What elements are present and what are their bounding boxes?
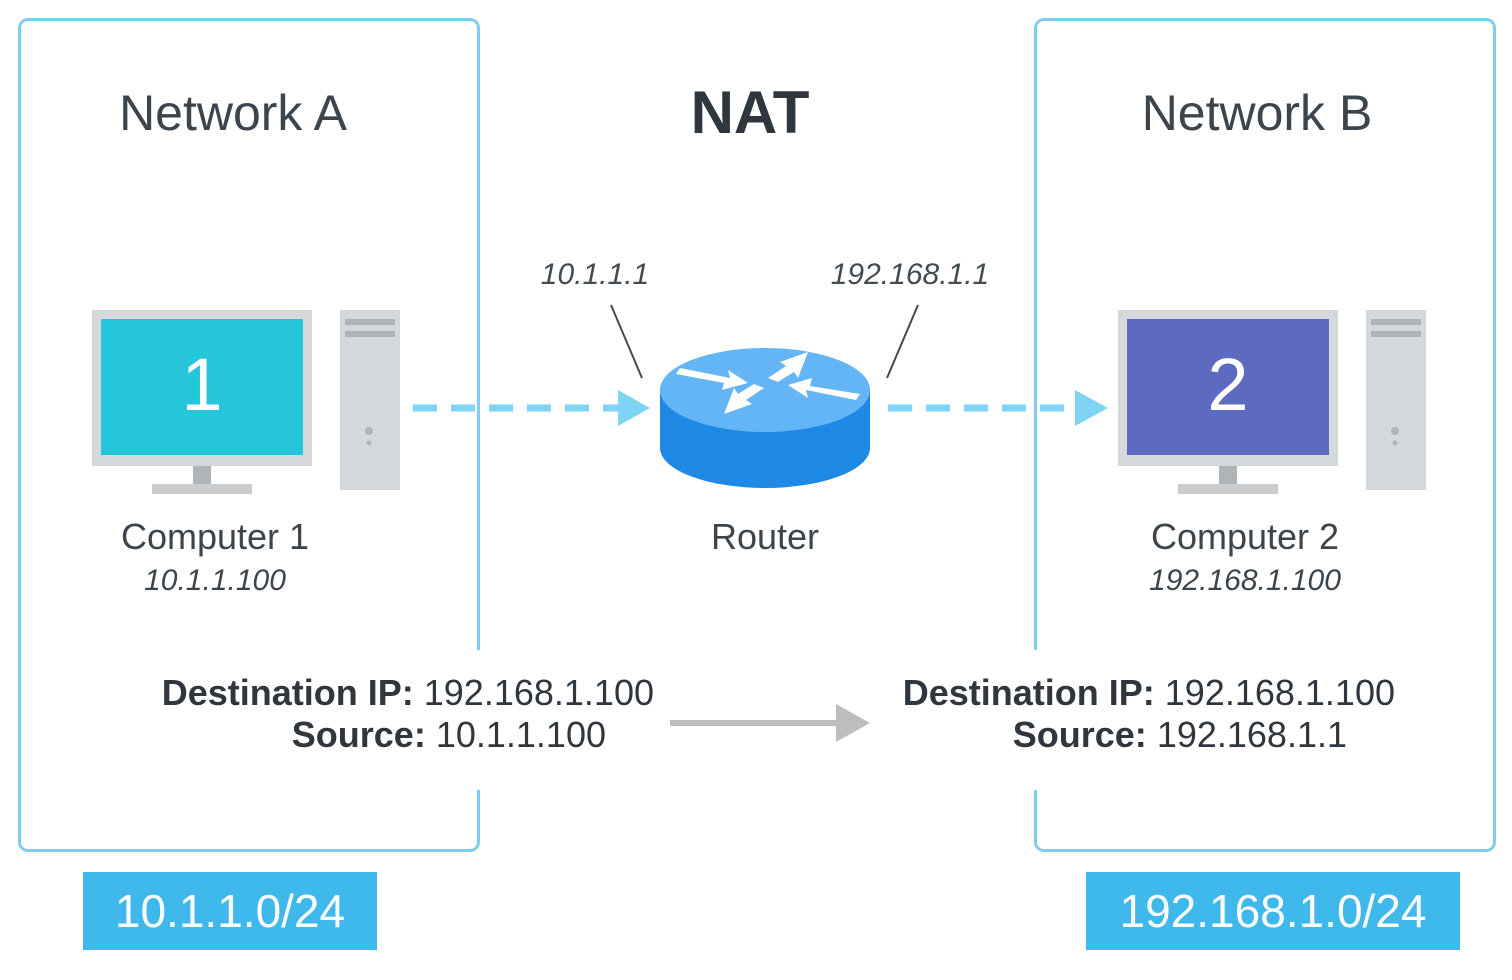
packet-after-destination-value: 192.168.1.100 xyxy=(1164,672,1395,713)
packet-after-source-value: 192.168.1.1 xyxy=(1156,714,1347,755)
packet-before-destination-value: 192.168.1.100 xyxy=(423,672,654,713)
packet-after-source: Source: 192.168.1.1 xyxy=(840,714,1395,756)
computer-1-label: Computer 1 xyxy=(120,516,310,557)
packet-after-source-label: Source: xyxy=(1012,714,1147,755)
diagram-title: NAT xyxy=(690,79,810,146)
packet-before-nat: Destination IP: 192.168.1.100 Source: 10… xyxy=(100,672,654,756)
computer-1-ip: 10.1.1.100 xyxy=(144,564,286,597)
computer-2-tower xyxy=(1366,310,1426,490)
packet-before-destination-label: Destination IP: xyxy=(161,672,414,713)
network-a-subnet-badge: 10.1.1.0/24 xyxy=(83,872,377,950)
packet-after-destination-label: Destination IP: xyxy=(902,672,1155,713)
router-ip-outside-leader xyxy=(886,304,919,379)
network-b-border-gap xyxy=(1024,650,1044,790)
packet-before-source: Source: 10.1.1.100 xyxy=(100,714,654,756)
network-a-title: Network A xyxy=(119,85,347,141)
flow-arrow-router-to-b xyxy=(888,390,1108,426)
network-b-title: Network B xyxy=(1141,85,1373,141)
packet-before-source-label: Source: xyxy=(291,714,426,755)
computer-2-label: Computer 2 xyxy=(1150,516,1340,557)
flow-arrow-a-to-router xyxy=(413,390,650,426)
computer-2-icon: 2 xyxy=(1118,310,1426,494)
router-ip-outside: 192.168.1.1 xyxy=(830,258,990,291)
computer-1-number: 1 xyxy=(181,343,222,426)
computer-1-tower xyxy=(340,310,400,490)
computer-2-screen xyxy=(1127,319,1329,455)
computer-1-icon: 1 xyxy=(92,310,400,494)
computer-2-ip: 192.168.1.100 xyxy=(1149,564,1341,597)
network-b-subnet-badge: 192.168.1.0/24 xyxy=(1086,872,1460,950)
packet-before-destination: Destination IP: 192.168.1.100 xyxy=(100,672,654,714)
router-label: Router xyxy=(710,516,820,557)
computer-2-number: 2 xyxy=(1207,343,1248,426)
translation-arrow xyxy=(670,704,870,742)
packet-after-destination: Destination IP: 192.168.1.100 xyxy=(840,672,1395,714)
packet-after-nat: Destination IP: 192.168.1.100 Source: 19… xyxy=(840,672,1395,756)
network-a-box xyxy=(18,18,480,852)
network-a-border-gap xyxy=(470,650,490,790)
computer-1-screen xyxy=(101,319,303,455)
router-ip-inside-leader xyxy=(610,304,643,379)
packet-before-source-value: 10.1.1.100 xyxy=(435,714,606,755)
router-icon xyxy=(660,348,870,488)
network-b-box xyxy=(1034,18,1496,852)
router-ip-inside: 10.1.1.1 xyxy=(540,258,650,291)
